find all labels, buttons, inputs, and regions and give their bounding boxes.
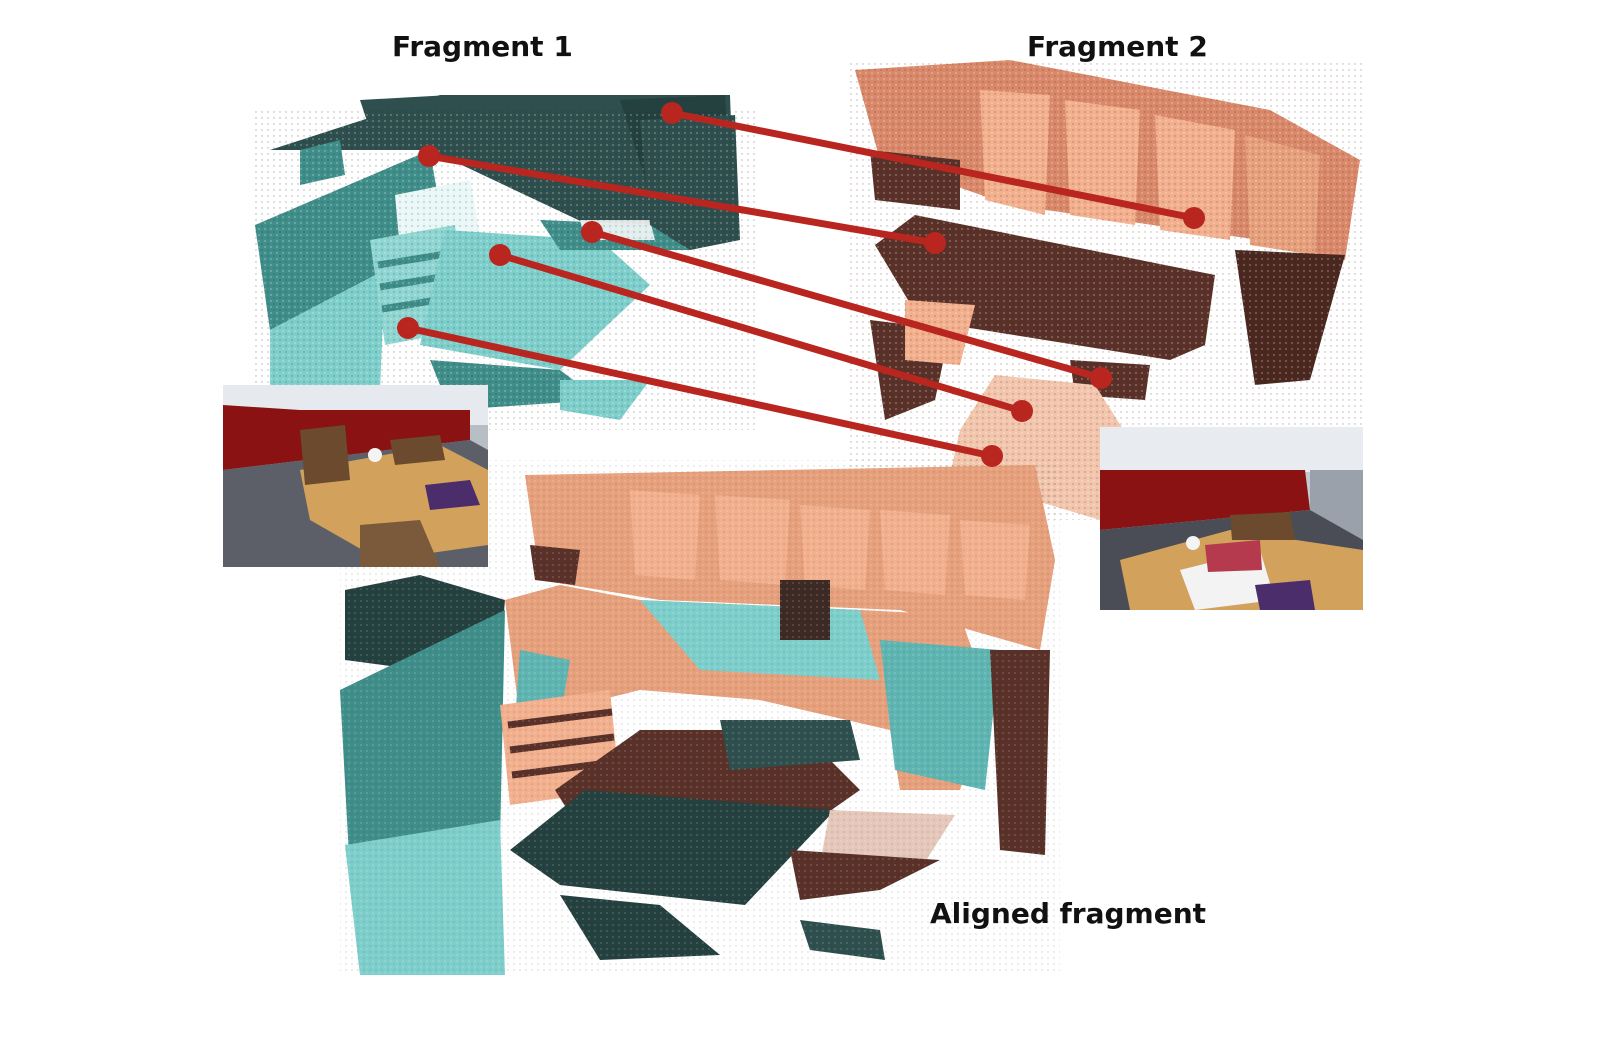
correspondence-line <box>496 251 1026 415</box>
correspondence-point <box>489 244 511 266</box>
aligned-point-cloud <box>340 460 1060 975</box>
fragment-2-label: Fragment 2 <box>1027 30 1208 63</box>
correspondence-point <box>1011 400 1033 422</box>
aligned-fragment-label: Aligned fragment <box>930 897 1207 930</box>
correspondence-line <box>588 228 1105 382</box>
correspondence-line <box>425 152 939 247</box>
correspondence-line <box>404 324 996 460</box>
correspondence-point <box>397 317 419 339</box>
correspondence-point <box>924 232 946 254</box>
correspondence-point <box>981 445 1003 467</box>
fragment-1-label: Fragment 1 <box>392 30 573 63</box>
correspondence-lines <box>397 102 1205 467</box>
correspondence-line <box>668 109 1198 222</box>
correspondence-point <box>1183 207 1205 229</box>
correspondence-point <box>418 145 440 167</box>
correspondence-point <box>1090 367 1112 389</box>
photo-fragment-2 <box>1100 427 1363 610</box>
fragment-1-point-cloud <box>255 95 755 430</box>
correspondence-point <box>581 221 603 243</box>
correspondence-point <box>661 102 683 124</box>
photo-fragment-1 <box>223 385 488 567</box>
